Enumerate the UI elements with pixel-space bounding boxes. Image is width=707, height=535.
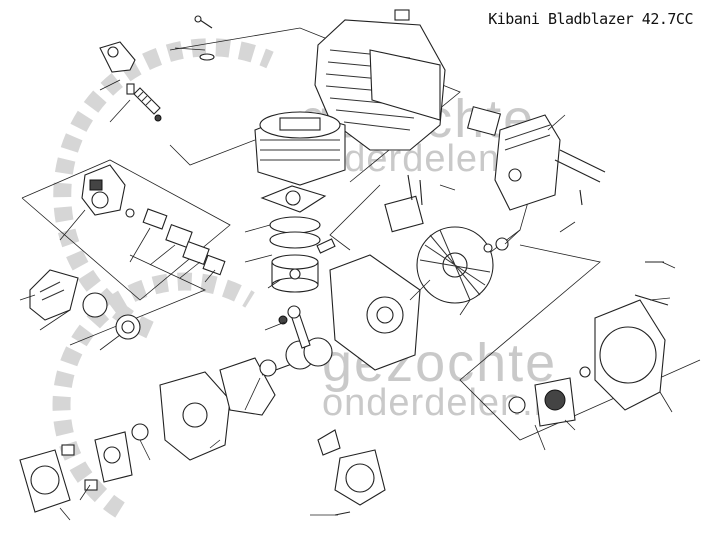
flywheel-nut [483, 237, 509, 253]
air-filter [82, 292, 108, 318]
air-filter-cover [29, 269, 79, 321]
connecting-rod [287, 305, 311, 349]
cylinder-cover [314, 9, 446, 151]
watermark-gear-arcs [52, 38, 274, 518]
diagram-title: Kibani Bladblazer 42.7CC [488, 10, 693, 28]
crankcase-left [159, 371, 231, 461]
piston-rings [269, 216, 321, 249]
muffler-bolts [554, 149, 606, 206]
cylinder [254, 111, 346, 186]
ignition-coil [384, 174, 424, 233]
exhaust-gasket [466, 106, 502, 136]
crankshaft [259, 337, 333, 377]
intake-spacers [125, 208, 226, 276]
recoil-starter [317, 429, 386, 516]
pump-parts [61, 431, 133, 491]
spark-plug [133, 87, 162, 122]
filter-base [115, 314, 141, 340]
carburetor [81, 164, 126, 216]
fuel-tank-plate [19, 449, 71, 513]
starter-housing [594, 299, 666, 411]
piston [271, 254, 319, 293]
muffler [494, 114, 561, 211]
cylinder-gasket [260, 185, 327, 213]
piston-pin [316, 238, 336, 254]
spark-plug-cap [99, 41, 136, 95]
flywheel [416, 226, 494, 304]
leader-lines [19, 47, 676, 521]
crankcase-right [329, 254, 421, 371]
cover-screw [194, 15, 215, 61]
clutch [508, 366, 591, 427]
